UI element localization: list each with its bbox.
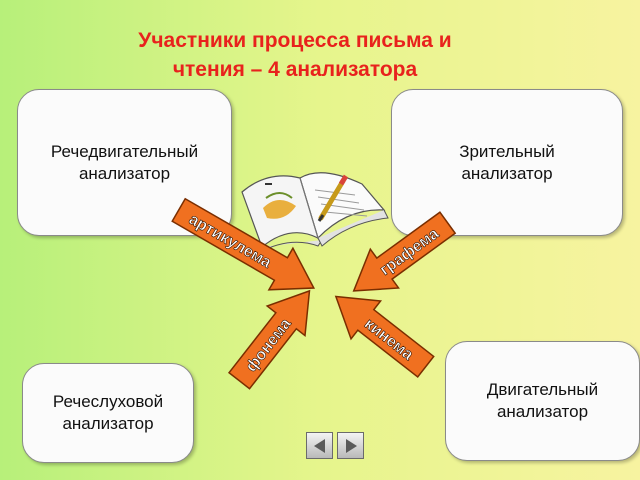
speech-motor-analyzer-line-1: Речедвигательный (50, 141, 199, 161)
triangle-left-icon (313, 438, 325, 453)
motor-analyzer-box: Двигательный анализатор (445, 341, 640, 461)
triangle-right-icon (345, 438, 357, 453)
title-line-2: чтения – 4 анализатора (172, 58, 418, 81)
visual-analyzer-line-1: Зрительный (459, 141, 555, 161)
next-slide-button[interactable] (337, 432, 364, 459)
title-line-1: Участники процесса письма и (138, 29, 452, 52)
arrow-kinema: кинема (334, 295, 435, 379)
motor-analyzer-line-2: анализатор (496, 402, 589, 421)
arrow-fonema: фонема (227, 289, 311, 390)
page-title: Участники процесса письма и чтения – 4 а… (80, 26, 510, 84)
arrow-grafema: графема (352, 211, 457, 292)
previous-slide-button[interactable] (306, 432, 333, 459)
speech-auditory-analyzer-line-2: анализатор (62, 414, 154, 433)
visual-analyzer-box: Зрительный анализатор (391, 89, 623, 236)
visual-analyzer-line-2: анализатор (461, 163, 553, 183)
motor-analyzer-line-1: Двигательный (486, 380, 599, 399)
speech-auditory-analyzer-line-1: Речеслуховой (52, 392, 164, 411)
pencil-icon (317, 174, 349, 222)
speech-auditory-analyzer-box: Речеслуховой анализатор (22, 363, 194, 463)
speech-motor-analyzer-line-2: анализатор (78, 163, 171, 183)
open-book-icon (241, 172, 389, 254)
